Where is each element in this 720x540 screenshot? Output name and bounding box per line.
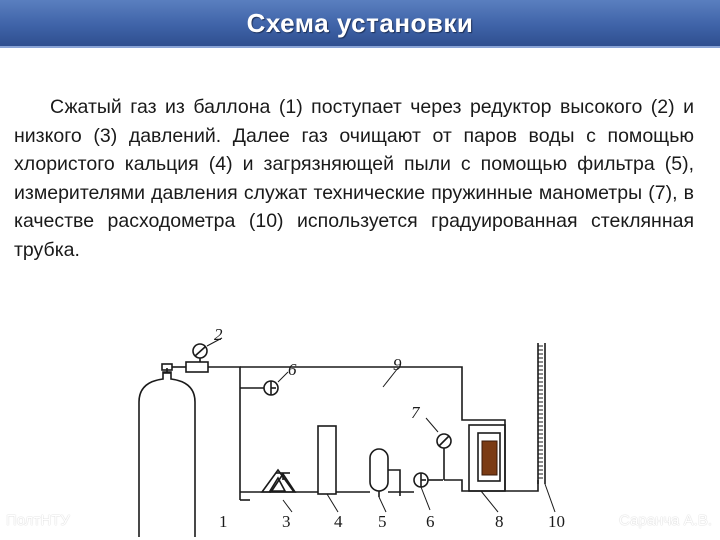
footer-right-watermark: Саранча А.В. [619,512,712,529]
high-pressure-reducer [161,337,223,373]
slide-title: Схема установки [246,7,474,38]
graduation-ticks [538,345,543,479]
manometer-bottom [413,472,431,511]
label-4: 4 [334,512,343,531]
description-paragraph: Сжатый газ из баллона (1) поступает чере… [14,96,694,261]
label-5: 5 [378,512,387,531]
title-bar: Схема установки [0,0,720,48]
label-10: 10 [548,512,565,531]
manometer-7 [425,417,452,480]
gas-cylinder [138,371,196,537]
label-1: 1 [219,512,228,531]
label-8: 8 [495,512,504,531]
manometer-top [263,371,289,396]
footer-left-watermark: ПолтНТУ [6,512,70,529]
dust-filter [369,448,389,513]
label-9: 9 [393,355,402,374]
label-3: 3 [282,512,291,531]
label-2: 2 [214,325,223,344]
calcium-chloride-column [317,425,339,513]
graduated-flow-tube [537,343,556,513]
label-7: 7 [411,403,421,422]
low-pressure-reducer [240,468,318,513]
label-6-top: 6 [288,360,297,379]
label-6-bottom: 6 [426,512,435,531]
